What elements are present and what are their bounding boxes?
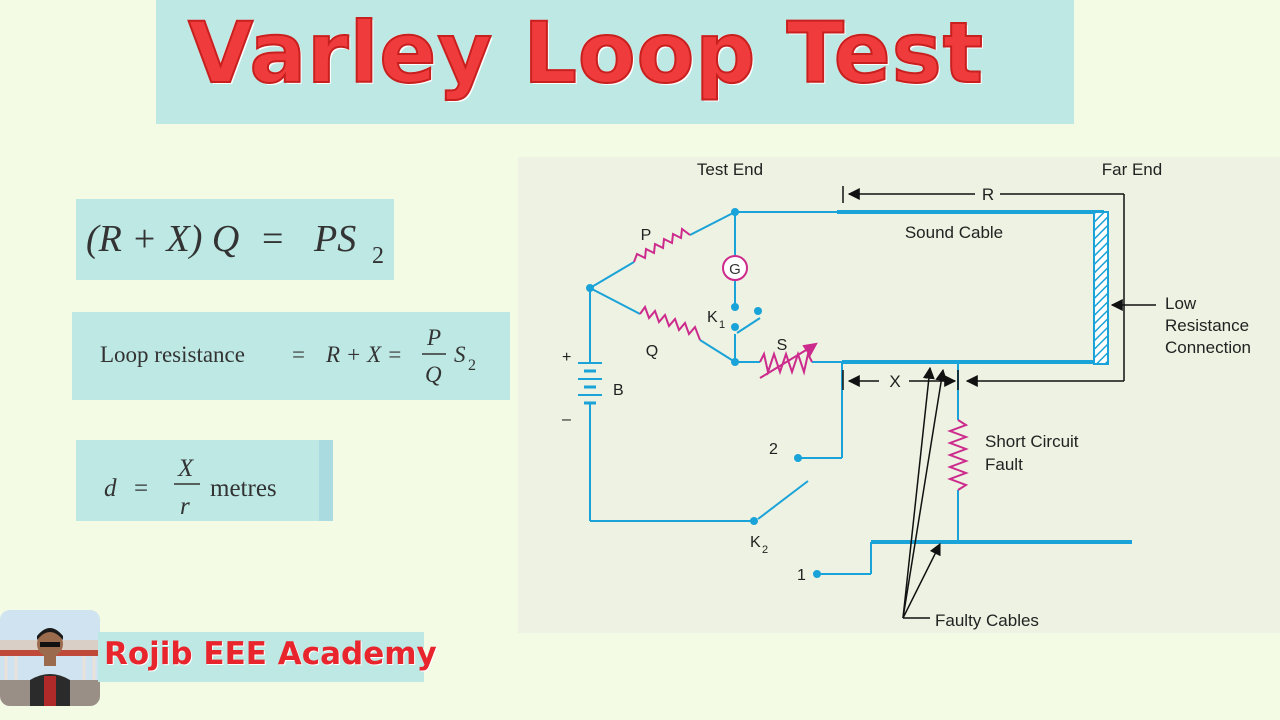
formula2-tail-sub: 2 bbox=[468, 357, 476, 374]
formula2-eq: = bbox=[292, 342, 305, 367]
resistor-fault bbox=[947, 419, 969, 491]
formula2-expr: R + X = bbox=[325, 342, 402, 367]
label-low-resistance-line1: Low bbox=[1165, 294, 1197, 313]
formula1-eq: = bbox=[262, 218, 283, 260]
label-k2-sub: 2 bbox=[762, 544, 768, 556]
formula1-rhs: PS bbox=[313, 218, 356, 260]
label-plus: + bbox=[562, 349, 571, 366]
label-faulty-cables: Faulty Cables bbox=[935, 611, 1039, 630]
formula3-num: X bbox=[177, 455, 195, 482]
bridge-wires bbox=[589, 211, 959, 575]
label-short-circuit-fault: Short Circuit Fault bbox=[985, 432, 1083, 474]
formula2-num: P bbox=[426, 325, 441, 350]
formula-fault-distance-svg: d = X r metres bbox=[104, 455, 277, 520]
resistor-p bbox=[633, 227, 691, 263]
galvanometer bbox=[722, 255, 748, 281]
formula2-den: Q bbox=[425, 362, 442, 387]
formula-loop-balance: (R + X) Q = PS 2 bbox=[76, 199, 394, 280]
label-k1: K bbox=[707, 309, 718, 326]
label-k2: K bbox=[750, 534, 761, 551]
label-sound-cable: Sound Cable bbox=[905, 223, 1003, 242]
formula3-eq: = bbox=[134, 475, 148, 502]
formula3-den: r bbox=[180, 493, 190, 520]
avatar-image bbox=[0, 610, 100, 706]
label-k1-sub: 1 bbox=[719, 319, 725, 331]
formula-loop-resistance: Loop resistance = R + X = P Q S 2 bbox=[72, 312, 510, 400]
formula-fault-distance: d = X r metres bbox=[76, 440, 333, 521]
label-far-end: Far End bbox=[1102, 160, 1162, 179]
formula1-lhs: (R + X) Q bbox=[86, 218, 239, 260]
label-short-circuit-line2: Fault bbox=[985, 455, 1023, 474]
label-low-resistance-line2: Resistance bbox=[1165, 316, 1249, 335]
cables bbox=[837, 210, 1132, 544]
label-x: X bbox=[889, 372, 900, 391]
label-minus: – bbox=[562, 411, 571, 428]
formula2-label: Loop resistance bbox=[100, 342, 245, 367]
circuit-diagram: G bbox=[562, 160, 1254, 630]
brand-name: Rojib EEE Academy bbox=[104, 636, 437, 672]
label-r: R bbox=[982, 185, 994, 204]
dimension-lines bbox=[842, 186, 1156, 390]
label-q: Q bbox=[646, 343, 658, 360]
junction-dots bbox=[586, 208, 821, 578]
label-test-end: Test End bbox=[697, 160, 763, 179]
label-s: S bbox=[777, 337, 788, 354]
low-resistance-connection bbox=[1093, 211, 1109, 365]
resistors bbox=[633, 227, 969, 491]
circuit-diagram-panel: G bbox=[518, 157, 1280, 633]
label-low-resistance-line3: Connection bbox=[1165, 338, 1251, 357]
label-battery: B bbox=[613, 382, 624, 399]
formula1-rhs-sub: 2 bbox=[372, 243, 384, 269]
formula-loop-resistance-svg: Loop resistance = R + X = P Q S 2 bbox=[100, 325, 476, 387]
battery bbox=[578, 362, 602, 405]
page-title: Varley Loop Test bbox=[187, 3, 984, 103]
label-position-2: 2 bbox=[769, 441, 778, 458]
formula3-unit: metres bbox=[210, 475, 277, 502]
title-banner: Varley Loop Test bbox=[156, 0, 1074, 124]
resistor-q bbox=[639, 304, 701, 341]
label-p: P bbox=[641, 227, 652, 244]
avatar bbox=[0, 610, 100, 706]
formula2-tail: S bbox=[454, 342, 466, 367]
resistor-s bbox=[759, 350, 813, 376]
formula3-lhs: d bbox=[104, 475, 117, 502]
brand-banner: Rojib EEE Academy bbox=[98, 632, 437, 682]
formula-loop-balance-svg: (R + X) Q = PS 2 bbox=[86, 218, 384, 269]
faulty-cable-pointers bbox=[902, 366, 948, 619]
galvanometer-label: G bbox=[729, 261, 741, 278]
label-position-1: 1 bbox=[797, 567, 806, 584]
label-short-circuit-line1: Short Circuit bbox=[985, 432, 1079, 451]
label-low-resistance: Low Resistance Connection bbox=[1165, 294, 1254, 357]
